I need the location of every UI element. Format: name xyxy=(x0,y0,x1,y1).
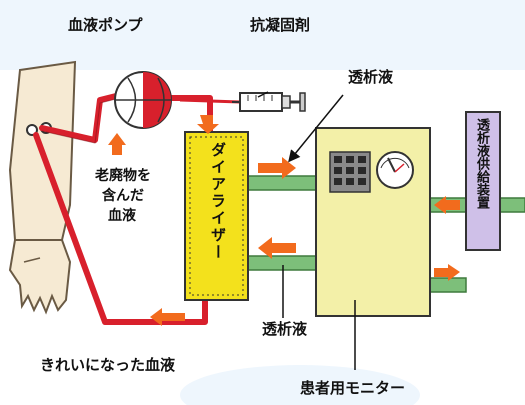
dialysate-supply xyxy=(465,111,501,251)
label-waste-blood-line-3: 血液 xyxy=(108,207,137,224)
arrow-pump-outlet xyxy=(197,115,219,134)
flow-arrows xyxy=(108,115,460,326)
arrow-blood-up xyxy=(108,133,126,155)
label-clean-blood: きれいになった血液 xyxy=(40,356,176,374)
label-anticoagulant: 抗凝固剤 xyxy=(250,16,310,34)
anticoagulant-line xyxy=(179,98,241,104)
arrow-dialysate-out xyxy=(258,237,296,259)
arrow-blood-return xyxy=(150,308,185,326)
label-patient-monitor: 患者用モニター xyxy=(300,379,405,397)
patient-arm xyxy=(8,60,77,315)
label-waste-blood-line-2: 含んだ xyxy=(102,187,144,204)
patient-monitor xyxy=(315,127,431,317)
label-dialysate-out: 透析液 xyxy=(262,320,308,338)
background-band xyxy=(0,0,525,70)
background-blob xyxy=(180,365,420,405)
syringe xyxy=(232,92,306,112)
arrow-supply-out xyxy=(434,264,460,281)
blood-pump xyxy=(114,71,172,129)
dialyzer xyxy=(184,131,249,301)
label-dialysate-in: 透析液 xyxy=(348,68,394,86)
label-dialysate-supply: 透析液供給装置 xyxy=(474,118,489,209)
leader-lines xyxy=(257,91,356,370)
arrow-dialysate-in xyxy=(258,157,296,179)
label-waste-blood-line-1: 老廃物を xyxy=(95,167,151,184)
label-blood-pump: 血液ポンプ xyxy=(68,16,144,34)
arrow-supply-in xyxy=(434,196,460,214)
label-dialyzer: ダイアライザー xyxy=(209,142,227,261)
